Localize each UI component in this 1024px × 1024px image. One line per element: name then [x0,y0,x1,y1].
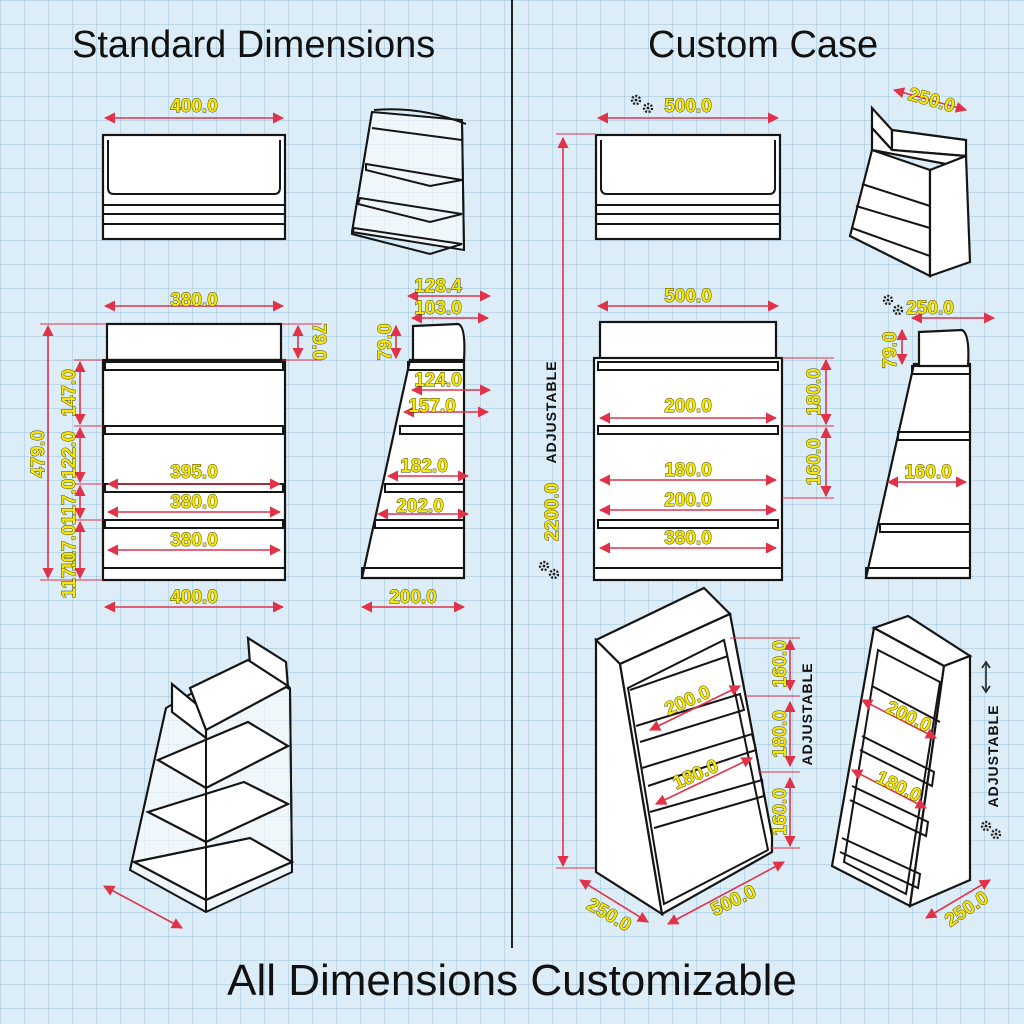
dim-label: 380.0 [170,290,218,311]
standard-iso-small [350,108,467,256]
dim-label: 79.0 [880,332,901,369]
dim-label: 250.0 [906,84,957,117]
dim-label: 128.4 [414,276,462,297]
footer-title: All Dimensions Customizable [227,956,797,1005]
dim-label: 250.0 [906,298,954,319]
dim-label: 200.0 [664,490,712,511]
dim-label: 117.0 [59,479,80,526]
standard-iso-large [103,635,295,929]
dim-label: 400.0 [170,587,218,608]
dim-label: 200.0 [389,587,437,608]
standard-side-view [360,290,492,613]
custom-top-view [594,94,782,241]
dim-label: 180.0 [664,460,712,481]
dim-label: 380.0 [170,530,218,551]
adjust-arrows-icon [981,660,991,694]
standard-front-view [40,300,322,613]
dim-label: 180.0 [804,368,825,416]
custom-side-view [864,294,996,580]
dim-label: 157.0 [408,396,456,417]
dim-label: 79.0 [308,324,329,361]
dim-label: 479.0 [28,430,49,478]
adjustable-note: ADJUSTABLE [985,704,1001,807]
adjustable-note: ADJUSTABLE [543,360,559,463]
dim-label: 395.0 [170,462,218,483]
dim-label: 400.0 [170,96,218,117]
dim-label: 380.0 [170,492,218,513]
adjustable-note: ADJUSTABLE [799,662,815,765]
dim-label: 200.0 [664,396,712,417]
custom-overall-height [538,133,596,869]
dim-label: 2200.0 [542,483,563,541]
dim-label: 160.0 [804,438,825,486]
dim-label: 79.0 [375,324,396,361]
standard-dimensions-title: Standard Dimensions [72,24,436,66]
custom-iso-small [848,87,972,278]
custom-case-title: Custom Case [648,24,879,66]
dim-label: 103.0 [414,298,462,319]
dim-label: 160.0 [770,788,791,836]
custom-iso-large-1 [579,586,800,925]
custom-iso-large-2 [830,614,1002,919]
dim-label: 380.0 [664,528,712,549]
dim-label: 117.0 [59,552,80,599]
dim-label: 117.0 [59,525,80,572]
dimension-labels: 400.0 380.0 79.0 479.0 147.0 122.0 117.0… [28,84,1001,937]
dim-label: 500.0 [664,286,712,307]
dim-label: 147.0 [59,369,80,417]
dim-label: 160.0 [904,462,952,483]
center-divider [511,0,513,948]
dim-label: 202.0 [396,496,444,517]
standard-top-view [101,112,287,241]
dim-label: 124.0 [414,370,462,391]
dim-label: 180.0 [770,710,791,758]
dim-label: 500.0 [708,881,760,921]
dim-label: 182.0 [400,456,448,477]
dim-label: 122.0 [59,431,80,479]
dim-label: 500.0 [664,96,712,117]
custom-front-view [592,300,834,582]
dim-label: 250.0 [583,894,635,936]
dim-label: 160.0 [770,640,791,688]
